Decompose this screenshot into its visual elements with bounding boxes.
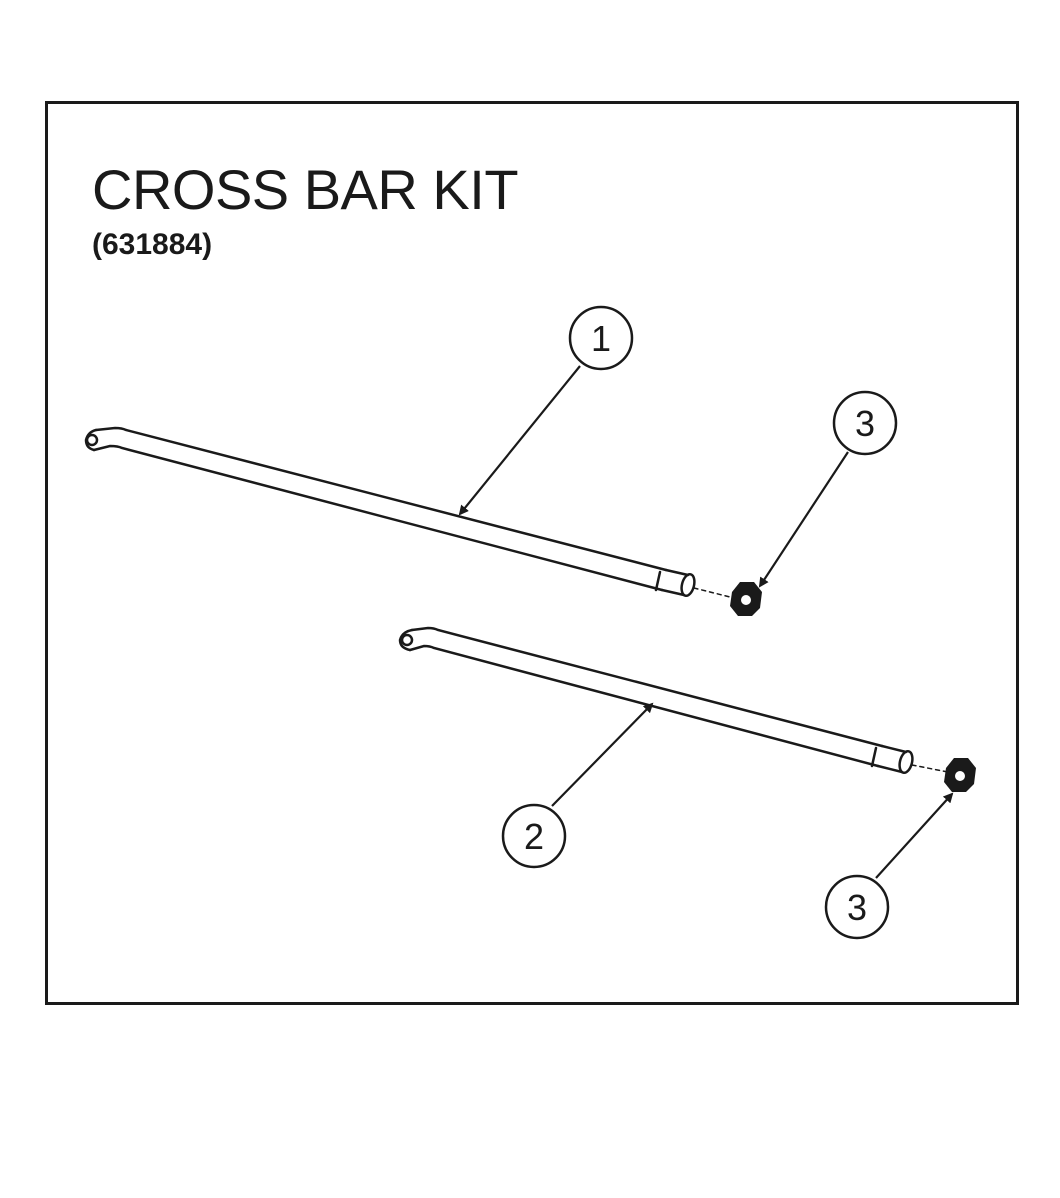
nut-lower bbox=[944, 758, 976, 792]
leader-line-3-lower bbox=[875, 792, 954, 879]
cross-bar-short bbox=[398, 626, 949, 775]
callout-2-label: 2 bbox=[524, 816, 544, 857]
leader-line-2 bbox=[551, 702, 654, 807]
callout-3-upper: 3 bbox=[832, 390, 898, 456]
callout-3-lower-label: 3 bbox=[847, 887, 867, 928]
leader-line-1 bbox=[458, 365, 581, 516]
leader-lines bbox=[458, 365, 954, 879]
callout-3-lower: 3 bbox=[824, 874, 890, 940]
callout-1-label: 1 bbox=[591, 318, 611, 359]
callout-1: 1 bbox=[568, 305, 634, 371]
callout-3-upper-label: 3 bbox=[855, 403, 875, 444]
kit-title: CROSS BAR KIT bbox=[92, 158, 519, 221]
callout-2: 2 bbox=[501, 803, 567, 869]
cross-bar-long bbox=[84, 426, 735, 599]
kit-part-number: (631884) bbox=[92, 228, 213, 261]
nut-upper bbox=[730, 582, 762, 616]
leader-line-3-upper bbox=[758, 451, 849, 588]
